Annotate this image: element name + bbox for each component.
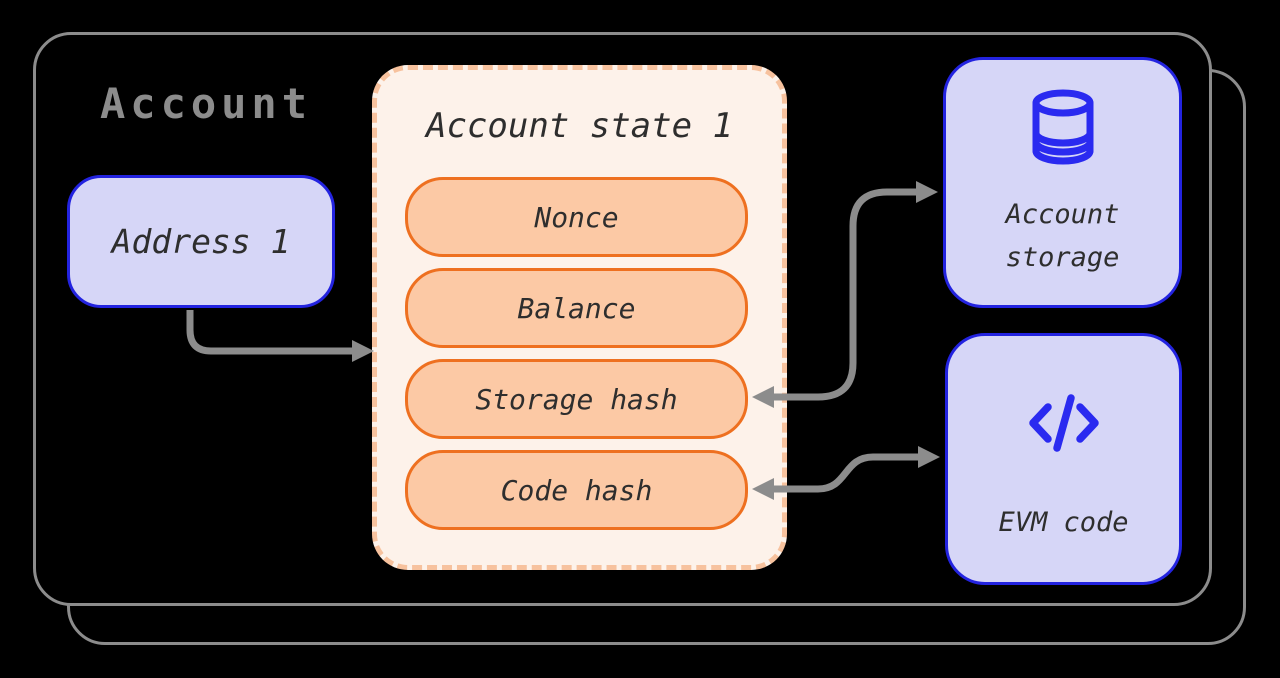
account-state-title: Account state 1 xyxy=(425,106,734,146)
account-storage-label: Account storage xyxy=(1006,193,1120,279)
field-balance: Balance xyxy=(405,268,748,348)
account-container-title: Account xyxy=(100,79,313,128)
account-storage-node: Account storage xyxy=(943,57,1182,308)
field-code-hash: Code hash xyxy=(405,450,748,530)
database-icon xyxy=(1032,89,1093,165)
field-balance-label: Balance xyxy=(517,291,636,325)
field-nonce-label: Nonce xyxy=(534,200,619,234)
account-state-node: Account state 1 Nonce Balance Storage ha… xyxy=(372,65,787,570)
account-container: Account Address 1 Account state 1 Nonce … xyxy=(33,32,1212,606)
field-nonce: Nonce xyxy=(405,177,748,257)
evm-code-node: EVM code xyxy=(945,333,1182,585)
account-state-fields: Nonce Balance Storage hash Code hash xyxy=(405,177,748,530)
field-storage-hash: Storage hash xyxy=(405,359,748,439)
field-code-hash-label: Code hash xyxy=(500,473,653,507)
account-storage-label-line1: Account xyxy=(1005,199,1120,230)
field-storage-hash-label: Storage hash xyxy=(475,382,678,416)
account-storage-label-line2: storage xyxy=(1005,242,1120,273)
address-node: Address 1 xyxy=(67,175,335,308)
evm-code-label: EVM code xyxy=(998,507,1129,538)
code-icon xyxy=(1028,394,1099,452)
address-label: Address 1 xyxy=(111,222,291,261)
